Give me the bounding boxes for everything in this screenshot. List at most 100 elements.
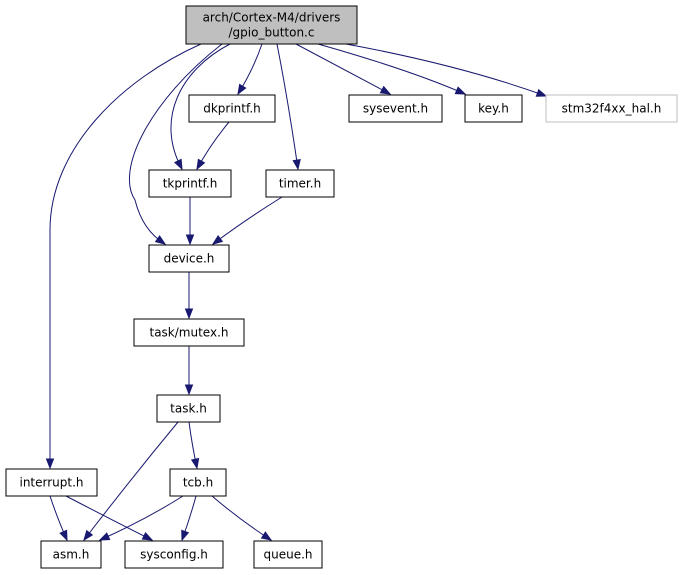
nodes-layer: arch/Cortex-M4/drivers/gpio_button.cdkpr… <box>5 5 678 569</box>
edge-arrowhead <box>196 158 206 171</box>
edge-gpio_button_c-to-key_h <box>317 43 467 95</box>
edge-line <box>212 196 283 245</box>
edge-arrowhead <box>154 235 167 245</box>
node-box <box>148 244 230 273</box>
edge-arrowhead <box>190 457 200 470</box>
edge-line <box>128 43 223 245</box>
node-box <box>40 540 102 569</box>
node-tcb-h[interactable]: tcb.h <box>169 468 227 497</box>
node-label: sysevent.h <box>363 102 428 116</box>
edge-arrowhead <box>185 234 195 246</box>
edge-task_h-to-tcb_h <box>188 421 200 470</box>
edge-tcb_h-to-sysconfig_h <box>181 495 197 542</box>
node-sysconfig-h[interactable]: sysconfig.h <box>124 540 224 569</box>
node-label: /gpio_button.c <box>229 26 315 40</box>
edge-line <box>317 43 466 95</box>
node-label: dkprintf.h <box>203 102 261 116</box>
node-box <box>156 394 221 423</box>
node-label: interrupt.h <box>19 476 83 490</box>
edge-arrowhead <box>379 85 392 95</box>
edge-arrowhead <box>237 83 247 96</box>
node-gpio-button-c[interactable]: arch/Cortex-M4/drivers/gpio_button.c <box>185 5 358 45</box>
edge-arrowhead <box>141 531 154 541</box>
node-box <box>124 540 224 569</box>
edge-gpio_button_c-to-device_h <box>128 43 223 245</box>
node-box <box>133 318 245 347</box>
edge-arrowhead <box>173 158 183 171</box>
edge-arrowhead <box>45 458 55 470</box>
edge-arrowhead <box>260 531 273 541</box>
node-box <box>348 94 443 123</box>
edge-gpio_button_c-to-sysevent_h <box>295 43 392 95</box>
edge-line <box>99 495 184 541</box>
edge-arrowhead <box>454 86 467 95</box>
edge-gpio_button_c-to-timer_h <box>276 43 301 171</box>
edge-interrupt_h-to-sysconfig_h <box>65 495 154 541</box>
edge-gpio_button_c-to-dkprintf_h <box>237 43 263 96</box>
edge-arrowhead <box>59 529 68 542</box>
node-box <box>148 169 232 198</box>
node-dkprintf-h[interactable]: dkprintf.h <box>188 94 276 123</box>
node-label: task.h <box>170 402 207 416</box>
edge-line <box>65 495 153 541</box>
node-timer-h[interactable]: timer.h <box>265 169 335 198</box>
node-label: asm.h <box>53 548 90 562</box>
edge-arrowhead <box>535 88 548 97</box>
edge-gpio_button_c-to-stm32f4xx_hal_h <box>345 43 548 97</box>
edge-arrowhead <box>98 532 111 541</box>
edge-gpio_button_c-to-interrupt_h <box>45 43 202 470</box>
edge-arrowhead <box>211 234 224 245</box>
edges-layer <box>45 43 548 542</box>
node-label: arch/Cortex-M4/drivers <box>203 11 341 25</box>
edge-tcb_h-to-asm_h <box>98 495 184 541</box>
edge-line <box>170 43 231 170</box>
node-box <box>464 94 523 123</box>
node-task-mutex-h[interactable]: task/mutex.h <box>133 318 245 347</box>
edge-timer_h-to-device_h <box>211 196 283 245</box>
edge-line <box>83 421 179 541</box>
node-label: sysconfig.h <box>140 548 208 562</box>
edge-interrupt_h-to-asm_h <box>49 495 68 542</box>
node-queue-h[interactable]: queue.h <box>253 540 323 569</box>
edge-line <box>211 495 272 541</box>
node-label: timer.h <box>279 177 321 191</box>
edge-line <box>295 43 391 95</box>
edge-tcb_h-to-queue_h <box>211 495 273 541</box>
node-interrupt-h[interactable]: interrupt.h <box>5 468 98 497</box>
node-device-h[interactable]: device.h <box>148 244 230 273</box>
node-tkprintf-h[interactable]: tkprintf.h <box>148 169 232 198</box>
node-box <box>185 5 358 45</box>
node-box <box>265 169 335 198</box>
edge-arrowhead <box>292 158 301 171</box>
node-label: tcb.h <box>183 476 213 490</box>
edge-arrowhead <box>83 529 94 542</box>
node-asm-h[interactable]: asm.h <box>40 540 102 569</box>
node-key-h[interactable]: key.h <box>464 94 523 123</box>
edge-task_h-to-asm_h <box>83 421 179 542</box>
edge-gpio_button_c-to-tkprintf_h <box>170 43 231 171</box>
node-stm32f4xx-hal-h: stm32f4xx_hal.h <box>545 94 678 123</box>
node-label: stm32f4xx_hal.h <box>562 102 662 116</box>
node-box <box>253 540 323 569</box>
edge-arrowhead <box>184 308 194 320</box>
node-box <box>188 94 276 123</box>
node-label: key.h <box>478 102 509 116</box>
edge-line <box>276 43 299 170</box>
edge-line <box>345 43 547 97</box>
node-label: tkprintf.h <box>163 177 218 191</box>
edge-dkprintf_h-to-tkprintf_h <box>196 121 230 171</box>
edge-device_h-to-task_mutex_h <box>184 272 194 320</box>
node-label: queue.h <box>263 548 312 562</box>
node-label: task/mutex.h <box>150 326 229 340</box>
node-sysevent-h[interactable]: sysevent.h <box>348 94 443 123</box>
node-task-h[interactable]: task.h <box>156 394 221 423</box>
node-box <box>545 94 678 123</box>
edge-tkprintf_h-to-device_h <box>185 197 195 246</box>
edge-arrowhead <box>184 384 194 396</box>
edge-task_mutex_h-to-task_h <box>184 346 194 396</box>
node-box <box>5 468 98 497</box>
edge-line <box>49 43 202 468</box>
edge-arrowhead <box>181 529 190 542</box>
node-label: device.h <box>164 252 215 266</box>
